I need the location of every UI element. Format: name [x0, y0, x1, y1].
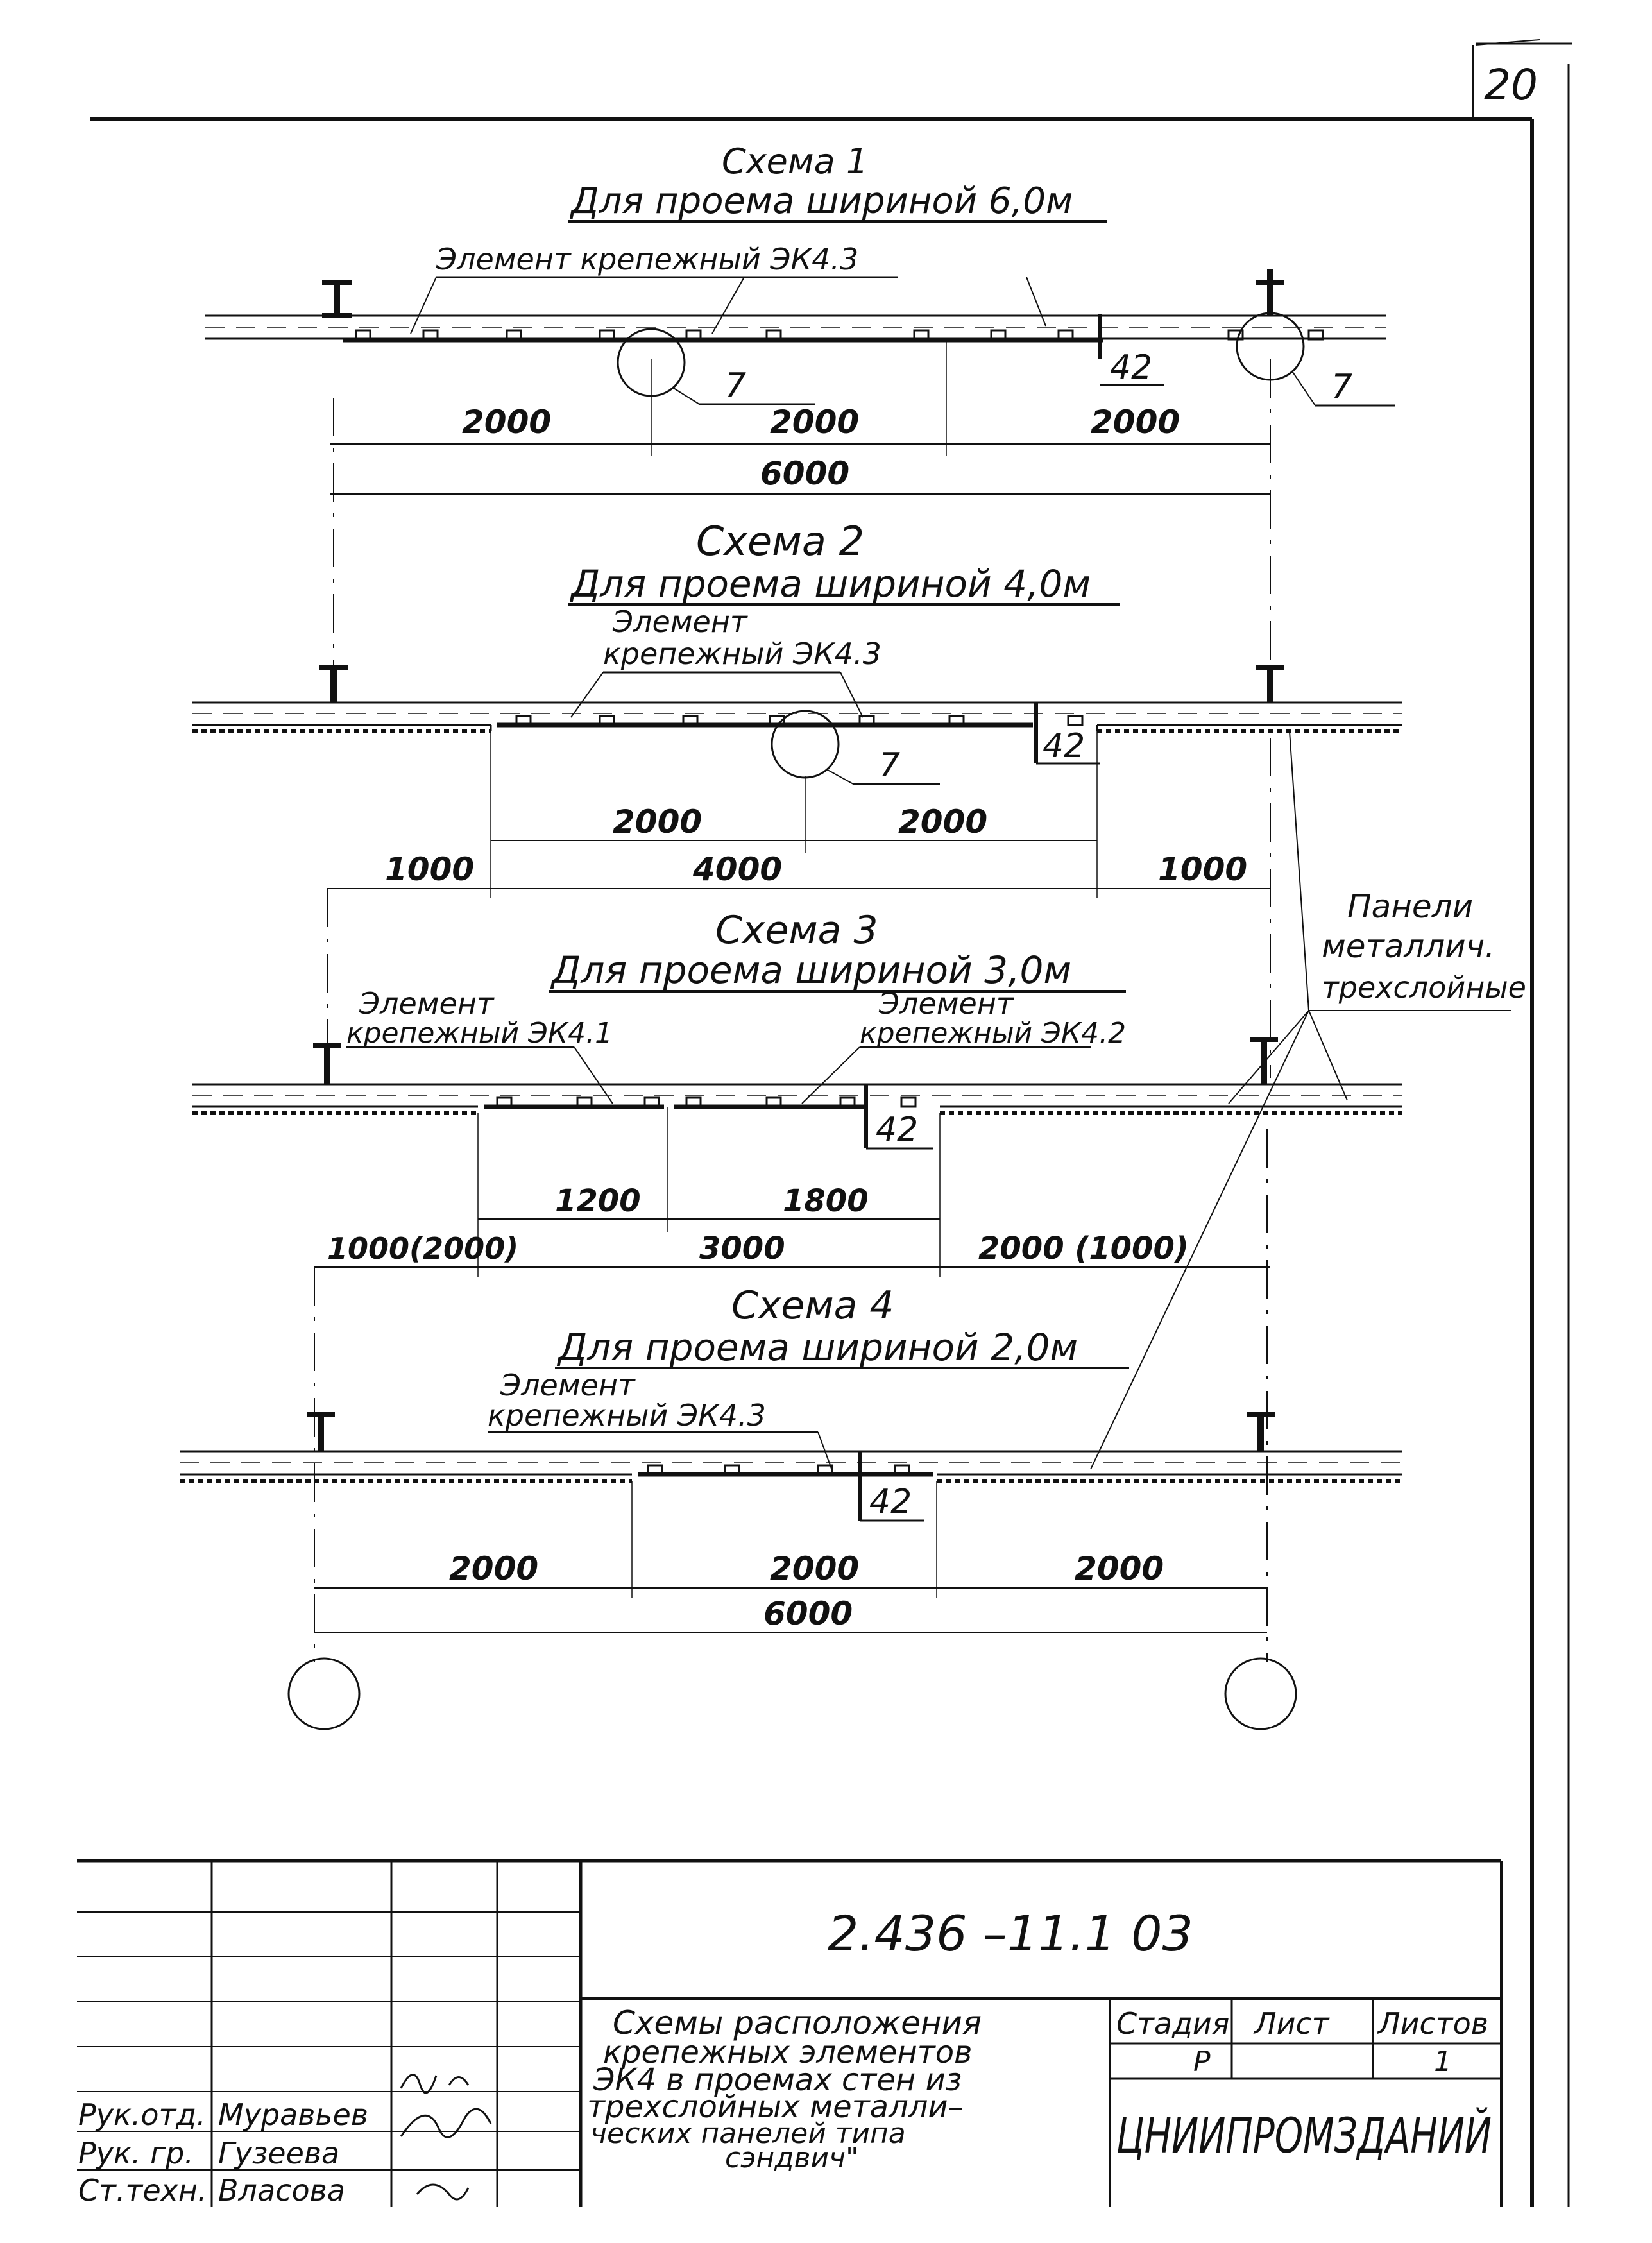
scheme-2-label-line1: Элемент	[612, 604, 748, 639]
side-label-line3: трехслойные	[1322, 970, 1526, 1005]
scheme-1-callout-7b: 7	[1331, 368, 1352, 406]
scheme-2-label-line2: крепежный ЭК4.3	[603, 636, 881, 671]
scheme-2-callout-42: 42	[1043, 727, 1085, 765]
scheme-3-dim-bottom-3: 2000 (1000)	[978, 1231, 1189, 1266]
scheme-4-dim-top-1: 2000	[449, 1550, 538, 1587]
document-code: 2.436 –11.1 03	[828, 1905, 1193, 1962]
scheme-3-callout-42: 42	[876, 1111, 918, 1149]
scheme-3: Схема 3 Для проема шириной 3,0м Элемент …	[192, 908, 1402, 1277]
sheet-header: Лист	[1253, 2006, 1330, 2041]
scheme-4-label-line2: крепежный ЭК4.3	[488, 1398, 766, 1433]
scheme-3-title: Схема 3	[715, 908, 878, 953]
scheme-2-title: Схема 2	[696, 518, 864, 565]
scheme-2: Схема 2 Для проема шириной 4,0м Элемент …	[192, 518, 1402, 898]
scheme-1-label: Элемент крепежный ЭК4.3	[436, 242, 858, 277]
title-block: 2.436 –11.1 03 Схемы расположения крепеж…	[77, 1859, 1503, 2208]
sheets-header: Листов	[1377, 2006, 1488, 2041]
scheme-1-clips	[355, 329, 1324, 341]
sheet-number: 20	[1484, 60, 1538, 110]
scheme-2-dim-bottom-2: 4000	[692, 851, 782, 888]
scheme-3-dim-bottom-2: 3000	[699, 1231, 785, 1266]
scheme-3-label-2-line2: крепежный ЭК4.2	[860, 1017, 1126, 1050]
scheme-1-subtitle: Для проема шириной 6,0м	[569, 180, 1073, 222]
side-label-line1: Панели	[1347, 888, 1473, 925]
scheme-4-label-line1: Элемент	[500, 1368, 636, 1403]
scheme-1-callout-42: 42	[1110, 348, 1152, 387]
scheme-2-dim-top-1: 2000	[613, 803, 702, 840]
signer-role-3: Ст.техн.	[78, 2173, 207, 2208]
scheme-4-subtitle: Для проема шириной 2,0м	[556, 1326, 1078, 1369]
scheme-1: Схема 1 Для проема шириной 6,0м Элемент …	[205, 141, 1395, 495]
signature-mark-2	[400, 2108, 492, 2138]
signature-mark-3	[416, 2183, 470, 2201]
scheme-4-dim-top-3: 2000	[1075, 1550, 1164, 1587]
panels-side-label: Панели металлич. трехслойные	[1090, 731, 1526, 1470]
scheme-1-dim-top-1: 2000	[462, 404, 551, 441]
description-line4: трехслойных металли–	[587, 2089, 964, 2125]
scheme-1-title: Схема 1	[722, 141, 868, 182]
scheme-3-subtitle: Для проема шириной 3,0м	[550, 948, 1071, 992]
scheme-2-dim-bottom-1: 1000	[385, 851, 474, 888]
scheme-1-dim-bottom-1: 6000	[760, 455, 849, 492]
signer-name-2: Гузеева	[218, 2136, 339, 2171]
scheme-2-subtitle: Для проема шириной 4,0м	[569, 562, 1091, 606]
scheme-1-callout-7a: 7	[725, 366, 746, 405]
scheme-2-clips	[515, 715, 1084, 726]
axis-bubble-right	[1224, 1657, 1297, 1730]
signature-mark-1	[400, 2074, 470, 2094]
scheme-1-dim-top-3: 2000	[1091, 404, 1180, 441]
stage-header: Стадия	[1116, 2006, 1229, 2041]
description-line5: ческих панелей типа	[590, 2117, 906, 2150]
scheme-4: Схема 4 Для проема шириной 2,0м Элемент …	[180, 1283, 1402, 1633]
description-line3: ЭК4 в проемах стен из	[593, 2062, 962, 2098]
stage-value: Р	[1193, 2045, 1211, 2078]
signer-role-2: Рук. гр.	[78, 2136, 194, 2171]
sheets-value: 1	[1434, 2045, 1452, 2078]
scheme-3-dim-bottom-1: 1000(2000)	[327, 1231, 518, 1266]
scheme-2-callout-7: 7	[879, 746, 900, 785]
organization-name: ЦНИИПРОМЗДАНИЙ	[1116, 2107, 1492, 2164]
signer-role-1: Рук.отд.	[78, 2097, 206, 2132]
scheme-2-dim-bottom-3: 1000	[1158, 851, 1247, 888]
scheme-4-title: Схема 4	[731, 1283, 894, 1328]
scheme-3-label-2-line1: Элемент	[878, 986, 1014, 1021]
scheme-4-dim-bottom-1: 6000	[763, 1595, 853, 1632]
description-line1: Схемы расположения	[613, 2004, 982, 2042]
scheme-1-dim-top-2: 2000	[770, 404, 859, 441]
scheme-3-dim-top-2: 1800	[783, 1183, 869, 1219]
scheme-4-callout-42: 42	[869, 1483, 912, 1521]
sheet-frame	[90, 39, 1572, 2207]
scheme-2-dim-top-2: 2000	[898, 803, 987, 840]
description-line2: крепежных элементов	[603, 2034, 972, 2070]
scheme-3-label-1-line1: Элемент	[359, 986, 495, 1021]
side-label-line2: металлич.	[1322, 928, 1495, 965]
scheme-3-dim-top-1: 1200	[555, 1183, 641, 1219]
scheme-3-label-1-line2: крепежный ЭК4.1	[346, 1017, 613, 1050]
scheme-4-clips	[647, 1464, 910, 1476]
scheme-3-clips	[496, 1096, 917, 1108]
scheme-4-dim-top-2: 2000	[770, 1550, 859, 1587]
signer-name-1: Муравьев	[218, 2097, 368, 2132]
axis-bubble-left	[287, 1657, 361, 1730]
description-line6: сэндвич"	[725, 2142, 858, 2174]
signer-name-3: Власова	[218, 2173, 345, 2208]
